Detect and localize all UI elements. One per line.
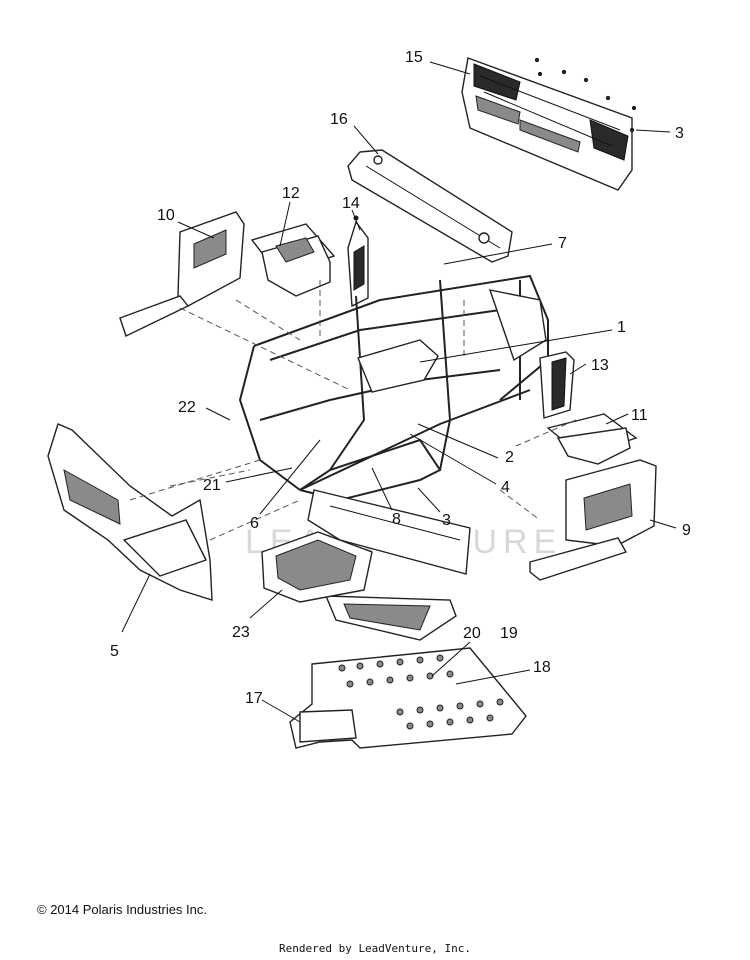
callout-18: 18 (533, 659, 551, 676)
callout-6: 6 (250, 515, 259, 532)
part-3-fasteners (534, 57, 637, 133)
part-13-right-vent (539, 351, 575, 419)
rendered-by-notice: Rendered by LeadVenture, Inc. (278, 942, 472, 955)
callout-17: 17 (245, 690, 263, 707)
part-11-right-bin (546, 413, 638, 465)
callout-5: 5 (110, 643, 119, 660)
callout-2: 2 (505, 449, 514, 466)
callout-leaders (121, 61, 677, 723)
callout-8: 8 (392, 511, 401, 528)
callout-11: 11 (631, 407, 648, 424)
part-23-floor-pan (261, 531, 373, 603)
callout-23: 23 (232, 624, 250, 641)
callout-14: 14 (342, 195, 360, 212)
callout-21: 21 (203, 477, 221, 494)
callout-3-right: 3 (675, 125, 684, 142)
callout-3-center: 3 (442, 512, 451, 529)
callout-16: 16 (330, 111, 348, 128)
part-8-floor-center (307, 489, 471, 641)
callout-12: 12 (282, 185, 300, 202)
part-15-rear-panel (461, 57, 633, 191)
callout-20: 20 (463, 625, 481, 642)
part-5-left-fender (47, 423, 213, 601)
copyright-notice: © 2014 Polaris Industries Inc. (37, 902, 207, 917)
assembly-guide-lines (129, 280, 577, 541)
callout-1: 1 (617, 319, 626, 336)
callout-7: 7 (558, 235, 567, 252)
callout-4: 4 (501, 479, 510, 496)
part-10-left-door (119, 211, 245, 337)
part-18-skid-plate (289, 647, 527, 749)
part-14-side-trim (347, 215, 369, 308)
callout-19: 19 (500, 625, 518, 642)
callout-9: 9 (682, 522, 691, 539)
callout-22: 22 (178, 399, 196, 416)
chassis-frame (238, 274, 549, 502)
part-12-storage-bin (250, 223, 336, 297)
part-9-right-door (529, 459, 657, 581)
callout-labels: 1 2 3 3 4 5 6 7 8 9 10 11 12 13 14 15 16… (110, 49, 691, 707)
callout-13: 13 (591, 357, 609, 374)
part-16-cross-panel (347, 149, 513, 263)
callout-15: 15 (405, 49, 423, 66)
callout-10: 10 (157, 207, 175, 224)
